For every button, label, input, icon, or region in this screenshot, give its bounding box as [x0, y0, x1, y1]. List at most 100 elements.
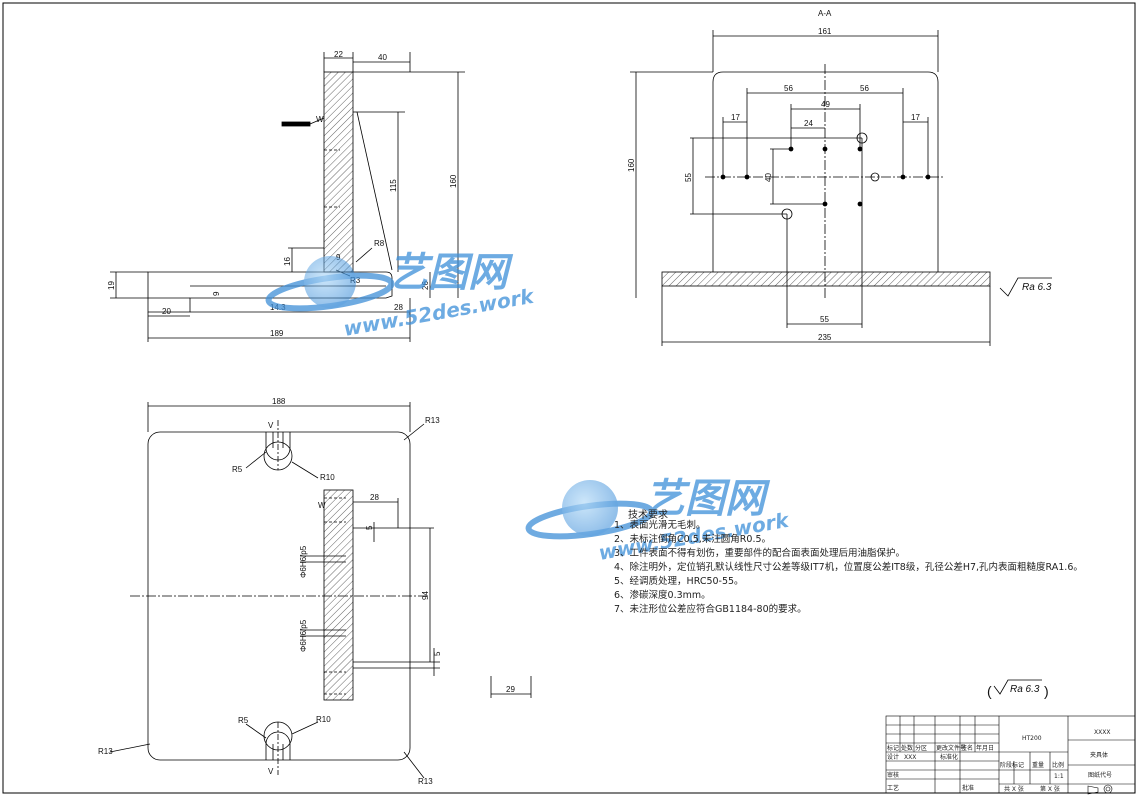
- tb-material: HT200: [1022, 735, 1042, 742]
- tb-stage: 阶段标记: [1000, 761, 1024, 769]
- front-plate-outline: [712, 71, 939, 272]
- tech-requirement-item: 6、渗碳深度0.3mm。: [614, 590, 711, 601]
- tb-zone: 分区: [915, 744, 927, 752]
- watermark-1: 艺图网 www.52des.work: [265, 250, 537, 341]
- roughness-paren-close: ): [1044, 683, 1049, 699]
- dim-56-left: 56: [784, 84, 793, 93]
- mark-v-top: V: [268, 421, 274, 430]
- plan-view: [109, 402, 532, 779]
- fit-tolerance-a: Φ6H6/p5: [299, 545, 308, 578]
- dim-161: 161: [818, 27, 832, 36]
- hole-bottom-right: [857, 201, 863, 207]
- roughness-front: Ra 6.3: [1022, 282, 1052, 293]
- watermark-brand-2: 艺图网: [645, 476, 771, 522]
- leader-r10-bot: [291, 721, 319, 735]
- dim-189: 189: [270, 329, 284, 338]
- leader-r13-tr: [403, 423, 425, 441]
- watermark-globe-icon-2: [562, 480, 618, 536]
- base-plate-outline: [147, 271, 393, 313]
- dim-160: 160: [449, 174, 458, 188]
- tb-weight: 重量: [1032, 761, 1044, 769]
- dim-188: 188: [272, 397, 286, 406]
- front-base-section: [661, 271, 991, 287]
- tech-requirement-item: 3、工件表面不得有划伤，重要部件的配合面表面处理后用油脂保护。: [614, 548, 906, 559]
- leader-r5-bot: [245, 723, 267, 739]
- tb-sheets-total: 共 X 张: [1004, 785, 1024, 793]
- projection-symbol-icon: [1087, 784, 1113, 795]
- dim-55v: 55: [684, 173, 693, 182]
- tb-sheet-no: 第 X 张: [1040, 785, 1060, 793]
- dim-5-a: 5: [365, 525, 374, 530]
- dim-55h: 55: [820, 315, 829, 324]
- tb-drawing-no-label: 图纸代号: [1088, 771, 1112, 779]
- roughness-symbol-front: [999, 277, 1052, 297]
- dim-94: 94: [421, 591, 430, 600]
- tb-count: 处数: [901, 744, 913, 752]
- tb-date: 年月日: [976, 744, 994, 752]
- leader-r13-bl: [109, 743, 151, 753]
- dim-49: 49: [821, 100, 830, 109]
- dim-28: 28: [394, 303, 403, 312]
- dim-16: 16: [283, 257, 292, 266]
- dim-26: 26: [421, 281, 430, 290]
- tech-requirements-title: 技术要求: [628, 510, 668, 521]
- leader-r5-top: [245, 451, 267, 469]
- fit-tolerance-b: Φ6H6/p5: [299, 619, 308, 652]
- dim-40v: 40: [764, 173, 773, 182]
- title-block: [885, 715, 1136, 794]
- dim-r8: R8: [374, 239, 385, 248]
- tb-process: 工艺: [887, 784, 899, 792]
- rib-line: [356, 111, 393, 271]
- plan-view-labels: 188 R13 R13 R13 R5 R10 R5 R10 28 5 5 94 …: [98, 397, 515, 786]
- tech-requirement-item: 4、除注明外，定位销孔默认线性尺寸公差等级IT7机，位置度公差IT8级，孔径公差…: [614, 562, 1083, 573]
- dim-20: 20: [162, 307, 171, 316]
- dim-19: 19: [107, 281, 116, 290]
- watermark-2: 艺图网 www.52des.work: [525, 476, 792, 565]
- dim-r13-br: R13: [418, 777, 433, 786]
- section-label: A-A: [818, 9, 832, 18]
- tb-scale-label: 比例: [1052, 761, 1064, 769]
- tb-approve: 批准: [962, 784, 974, 792]
- front-view: [630, 30, 1052, 346]
- tb-company: XXXX: [1094, 729, 1110, 736]
- general-roughness-value: Ra 6.3: [1010, 684, 1040, 695]
- w-mark-bar: [281, 121, 311, 127]
- tech-requirement-item: 5、经调质处理，HRC50-55。: [614, 576, 744, 587]
- watermark-globe-icon: [304, 256, 356, 308]
- dim-17-right: 17: [911, 113, 920, 122]
- roughness-paren-open: (: [987, 683, 992, 699]
- dim-56-right: 56: [860, 84, 869, 93]
- u-slot-top-inner: [272, 432, 284, 448]
- dim-24: 24: [804, 119, 813, 128]
- general-roughness: ( Ra 6.3 ): [987, 679, 1049, 699]
- leader-r13-br: [403, 751, 425, 779]
- hole-center-top: [822, 146, 828, 152]
- mark-v-bottom: V: [268, 767, 274, 776]
- dim-40: 40: [378, 53, 387, 62]
- tech-requirement-item: 7、未注形位公差应符合GB1184-80的要求。: [614, 604, 807, 615]
- dim-17-left: 17: [731, 113, 740, 122]
- plan-section: [323, 489, 354, 701]
- tech-requirement-item: 1、表面光滑无毛刺。: [614, 520, 706, 531]
- dim-115: 115: [389, 179, 398, 192]
- u-slot-bottom-inner: [272, 744, 284, 760]
- tb-sign: 签名: [961, 744, 973, 752]
- w-mark-leader: [309, 117, 325, 125]
- dim-r13-tr: R13: [425, 416, 440, 425]
- dim-r5-bot: R5: [238, 716, 249, 725]
- tb-part-name: 夹具体: [1090, 751, 1108, 759]
- hole-big-right: [870, 172, 880, 182]
- tech-requirement-item: 2、未标注倒角C0.5,未注圆角R0.5。: [614, 534, 772, 545]
- watermark-brand: 艺图网: [388, 250, 514, 296]
- dim-9-small: 9: [212, 291, 221, 296]
- title-block-text: 标记 处数 分区 更改文件号 签名 年月日 设计 XXX 标准化 审核 工艺 批…: [887, 729, 1113, 795]
- dim-28-plan: 28: [370, 493, 379, 502]
- front-view-labels: 161 56 56 49 24 17 17 160 55 40 55 235 R…: [627, 27, 1052, 342]
- roughness-symbol-general: [993, 679, 1042, 695]
- tb-mark: 标记: [887, 744, 899, 752]
- dim-r10-top: R10: [320, 473, 335, 482]
- mark-w: W: [316, 115, 324, 124]
- dim-160v: 160: [627, 158, 636, 172]
